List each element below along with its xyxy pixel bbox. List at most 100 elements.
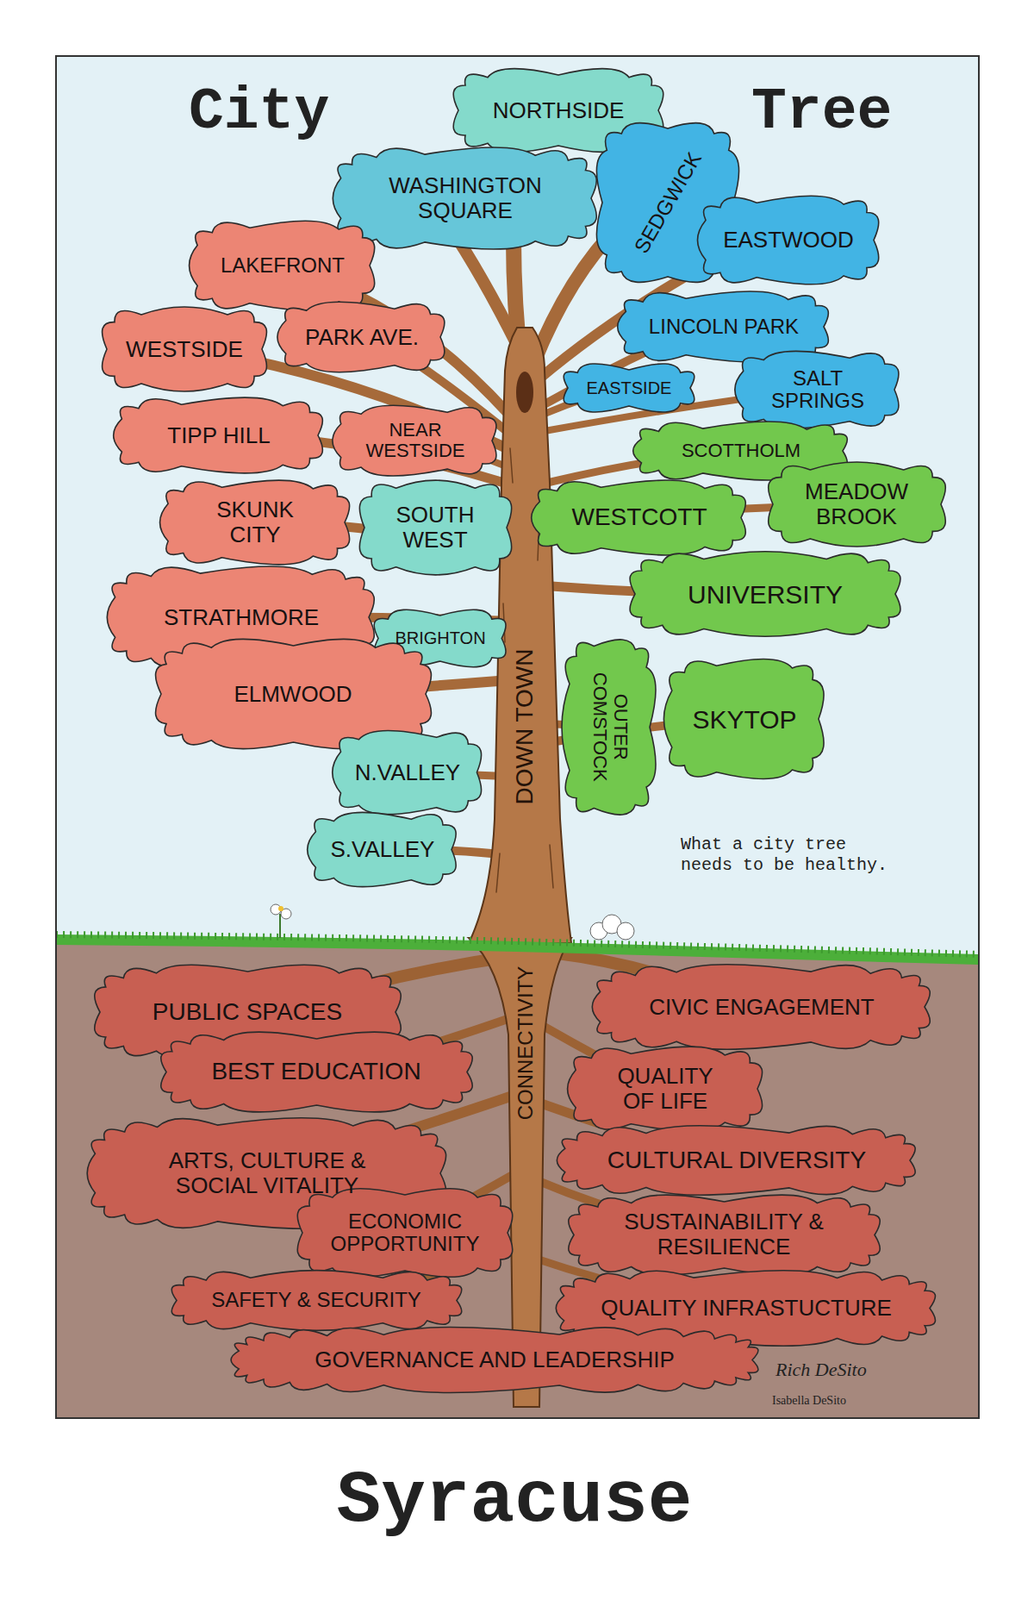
neighborhood-cloud: EASTSIDE [560,361,698,414]
cloud-shape [453,68,664,153]
neighborhood-cloud: TIPP HILL [112,396,326,474]
cloud-label: SALT SPRINGS [757,367,879,413]
neighborhood-cloud: UNIVERSITY [627,550,904,637]
cloud-shape [629,551,901,637]
cloud-shape [359,479,511,575]
neighborhood-cloud: PARK AVE. [275,300,449,374]
cloud-shape [160,1031,472,1112]
cloud-label: ECONOMIC OPPORTUNITY [318,1209,492,1256]
flower [270,903,292,938]
cloud-label: EASTSIDE [586,378,673,398]
cloud-shape [297,1188,512,1277]
neighborhood-cloud: EASTWOOD [696,194,882,286]
cloud-shape [767,461,946,547]
cloud-shape [591,964,930,1049]
neighborhood-cloud: N.VALLEY [330,728,485,816]
cloud-shape [663,658,824,779]
neighborhood-cloud: WESTCOTT [529,479,749,556]
cloud-label: MEADOW BROOK [791,479,922,529]
neighborhood-cloud: WESTSIDE [99,305,270,393]
bark-line [549,844,554,888]
cloud-shape [556,1125,916,1196]
cloud-label: LINCOLN PARK [648,315,799,338]
cloud-label: LAKEFRONT [220,254,345,277]
neighborhood-cloud: LAKEFRONT [187,219,378,312]
neighborhood-cloud: SOUTH WEST [356,479,515,576]
root-cloud: ECONOMIC OPPORTUNITY [294,1186,516,1278]
cloud-label: WESTCOTT [571,504,707,531]
neighborhood-cloud: WASHINGTON SQUARE [331,146,599,250]
flower-center [278,905,284,911]
sky [56,56,979,961]
tree-hollow [516,371,534,413]
root-label: CONNECTIVITY [513,965,539,1121]
neighborhood-cloud: OUTER COMSTOCK [560,637,658,816]
cloud-shape [561,638,656,814]
cloud-shape [563,363,695,412]
cloud-label: WESTSIDE [125,336,243,362]
neighborhood-cloud: S.VALLEY [305,810,460,888]
label-box: Rich DeSito [775,1357,867,1381]
cloud-label: TIPP HILL [167,423,270,449]
signature: Rich DeSito [775,1357,867,1381]
cloud-shape [332,729,482,814]
cloud-label: SKUNK CITY [194,497,316,547]
cloud-label: BRIGHTON [394,628,486,648]
caption-box: Syracuse [255,1463,773,1538]
cloud-label: CIVIC ENGAGEMENT [648,994,874,1020]
cloud-label: CULTURAL DIVERSITY [607,1146,866,1174]
cloud-shape [102,306,268,392]
cloud-label: PARK AVE. [305,324,419,350]
cloud-shape [230,1326,759,1392]
cloud-label: N.VALLEY [355,759,461,785]
note: What a city tree needs to be healthy. [680,834,897,876]
bark-line [496,853,500,892]
cloud-label: QUALITY INFRASTUCTURE [600,1295,892,1321]
cloud-label: SAFETY & SECURITY [211,1288,422,1311]
cloud-label: ELMWOOD [233,681,352,707]
cloud-shape [567,1194,879,1275]
cloud-label: SCOTTHOLM [681,440,801,461]
cloud-shape [566,1046,762,1131]
cloud-shape [159,479,349,565]
cloud-shape [277,301,445,372]
cloud-shape [171,1269,461,1330]
cloud-shape [332,404,497,476]
cloud-label: S.VALLEY [330,836,436,862]
label-box: What a city tree needs to be healthy. [680,834,897,876]
root-cloud: SAFETY & SECURITY [168,1269,465,1331]
neighborhood-cloud: MEADOW BROOK [765,460,949,548]
cloud-shape [113,397,324,474]
root-cloud: SUSTAINABILITY & RESILIENCE [566,1193,883,1276]
trunk-label: DOWN TOWN [510,648,540,805]
cloud-label: EASTWOOD [722,227,854,253]
bush [590,914,635,940]
signature: Isabella DeSito [772,1393,847,1408]
bush-part [616,921,635,940]
cloud-label: SUSTAINABILITY & RESILIENCE [620,1208,828,1259]
root-cloud: CULTURAL DIVERSITY [555,1124,918,1196]
label-box: Isabella DeSito [772,1393,847,1408]
neighborhood-cloud: SKYTOP [662,657,827,780]
neighborhood-cloud: SALT SPRINGS [733,349,903,430]
root-cloud: GOVERNANCE AND LEADERSHIP [230,1326,760,1393]
root-cloud: QUALITY OF LIFE [566,1045,766,1132]
cloud-label: SOUTH WEST [383,502,487,552]
cloud-shape [697,195,879,285]
grass-blades [56,934,979,954]
cloud-shape [735,350,899,428]
cloud-shape [531,479,747,555]
cloud-shape [307,811,456,886]
neighborhood-cloud: NEAR WESTSIDE [330,404,500,477]
root-cloud: CIVIC ENGAGEMENT [591,963,933,1050]
cloud-label: QUALITY OF LIFE [604,1063,726,1113]
cloud-label: NORTHSIDE [492,98,625,124]
cloud-label: OUTER COMSTOCK [588,672,630,782]
neighborhood-cloud: SKUNK CITY [158,479,353,566]
flower-stem [279,913,281,938]
bark-line [510,448,513,483]
cloud-label: GOVERNANCE AND LEADERSHIP [314,1346,675,1372]
grass [56,939,979,960]
root-cloud: BEST EDUCATION [158,1030,475,1113]
